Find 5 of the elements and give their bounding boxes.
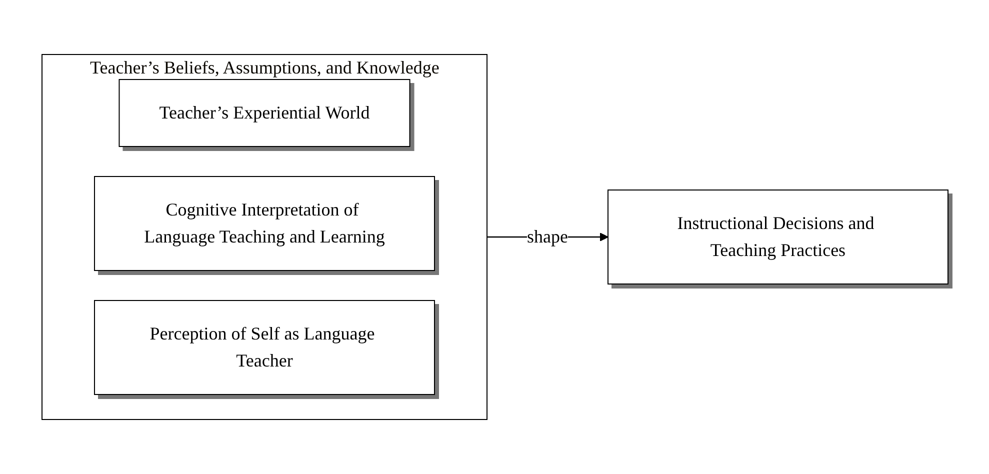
node-box: Perception of Self as Language Teacher: [94, 300, 434, 395]
node-box: Teacher’s Experiential World: [118, 79, 410, 147]
edge-label: shape: [526, 226, 568, 246]
node-box: Cognitive Interpretation of Language Teaching and Learning: [94, 176, 434, 271]
node-box: Instructional Decisions and Teaching Practices: [606, 190, 948, 284]
